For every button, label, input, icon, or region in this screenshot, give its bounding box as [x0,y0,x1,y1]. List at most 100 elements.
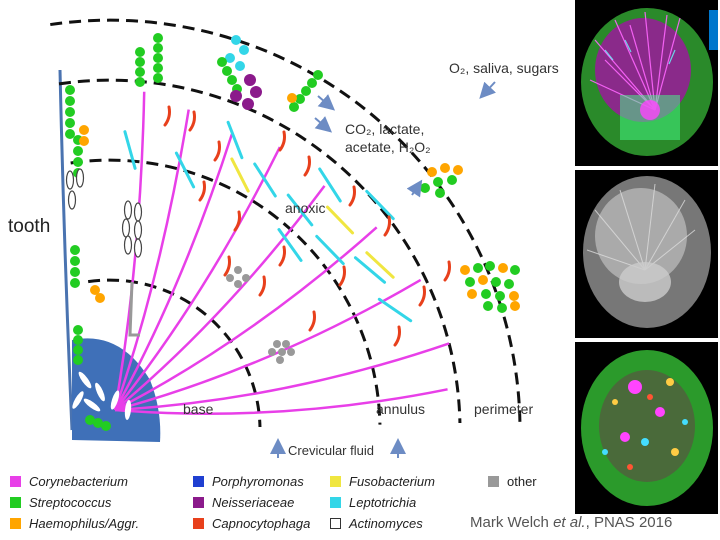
streptococcus-cell [491,277,501,287]
other-rod [130,282,140,335]
streptococcus-cell [73,146,83,156]
streptococcus-cell [153,73,163,83]
streptococcus-cell [313,70,323,80]
hedgehog-diagram [0,0,575,540]
other-cell [234,280,242,288]
legend-label: Corynebacterium [29,474,128,489]
leptotrichia-cell [235,61,245,71]
legend-swatch [488,476,499,487]
legend-item: other [488,474,537,489]
neisseriaceae-cell [244,74,256,86]
streptococcus-cell [73,157,83,167]
neisseriaceae-cell [242,98,254,110]
leptotrichia-rod [279,230,301,261]
legend-swatch [10,497,21,508]
citation-credit: Mark Welch et al., PNAS 2016 [466,514,676,531]
legend-label: Fusobacterium [349,474,435,489]
co2-label-line2: acetate, H₂O₂ [345,139,431,155]
haemophilus-cell [287,93,297,103]
crevicular-fluid-label: Crevicular fluid [288,443,374,458]
streptococcus-cell [497,303,507,313]
streptococcus-cell [217,57,227,67]
streptococcus-cell [504,279,514,289]
leptotrichia-rod [125,132,135,169]
flow-arrow [412,183,420,195]
legend-item: Corynebacterium [10,474,128,489]
streptococcus-cell [222,66,232,76]
co2-label-line1: CO₂, lactate, [345,121,424,137]
credit-authors: Mark Welch [470,514,549,531]
legend-swatch [330,518,341,529]
streptococcus-cell [135,67,145,77]
other-cell [273,340,281,348]
oxygen-arrow [482,82,495,96]
legend-label: Porphyromonas [212,474,304,489]
capnocytophaga-cell [395,327,400,345]
streptococcus-cell [153,53,163,63]
legend-label: other [507,474,537,489]
streptococcus-cell [435,188,445,198]
streptococcus-cell [289,102,299,112]
grayscale-image-middle [575,170,718,338]
streptococcus-cell [483,301,493,311]
streptococcus-cell [70,245,80,255]
haemophilus-cell [460,265,470,275]
haemophilus-cell [509,291,519,301]
capnocytophaga-cell [235,212,240,230]
streptococcus-cell [135,47,145,57]
fluorescence-image-top [575,0,718,166]
legend-swatch [330,476,341,487]
streptococcus-cell [510,265,520,275]
streptococcus-cell [307,78,317,88]
haemophilus-cell [510,301,520,311]
haemophilus-cell [79,125,89,135]
capnocytophaga-cell [305,157,310,175]
legend-swatch [10,476,21,487]
leptotrichia-rod [355,258,384,282]
streptococcus-cell [73,345,83,355]
fusobacterium-rod [327,207,352,233]
other-cell [278,348,286,356]
haemophilus-cell [427,167,437,177]
other-cell [276,356,284,364]
streptococcus-cell [481,289,491,299]
credit-journal: , PNAS 2016 [586,514,673,531]
co2-arrow-1 [318,96,332,108]
streptococcus-cell [495,291,505,301]
base-region [72,338,160,442]
legend-item: Haemophilus/Aggr. [10,516,139,531]
streptococcus-cell [65,85,75,95]
haemophilus-cell [440,163,450,173]
capnocytophaga-cell [340,267,345,285]
streptococcus-cell [70,256,80,266]
streptococcus-cell [447,175,457,185]
legend-label: Streptococcus [29,495,111,510]
other-cell [282,340,290,348]
other-cell [268,348,276,356]
legend-item: Neisseriaceae [193,495,294,510]
credit-etal: et al. [553,514,586,531]
streptococcus-cell [65,107,75,117]
fluorescence-image-bottom [575,342,718,514]
streptococcus-cell [153,33,163,43]
capnocytophaga-cell [445,262,450,280]
streptococcus-cell [135,57,145,67]
capnocytophaga-cell [215,142,220,160]
anoxic-label: anoxic [285,200,325,216]
actinomyces-cell [69,191,76,209]
streptococcus-cell [433,177,443,187]
streptococcus-cell [153,63,163,73]
streptococcus-cell [65,118,75,128]
capnocytophaga-cell [280,132,285,150]
legend-label: Actinomyces [349,516,423,531]
leptotrichia-rod [379,299,410,320]
capnocytophaga-cell [190,112,195,130]
legend-swatch [193,476,204,487]
legend-item: Porphyromonas [193,474,304,489]
haemophilus-cell [95,293,105,303]
fusobacterium-rod [232,159,248,191]
actinomyces-cell [77,169,84,187]
haemophilus-cell [498,263,508,273]
streptococcus-cell [73,325,83,335]
other-cell [234,266,242,274]
